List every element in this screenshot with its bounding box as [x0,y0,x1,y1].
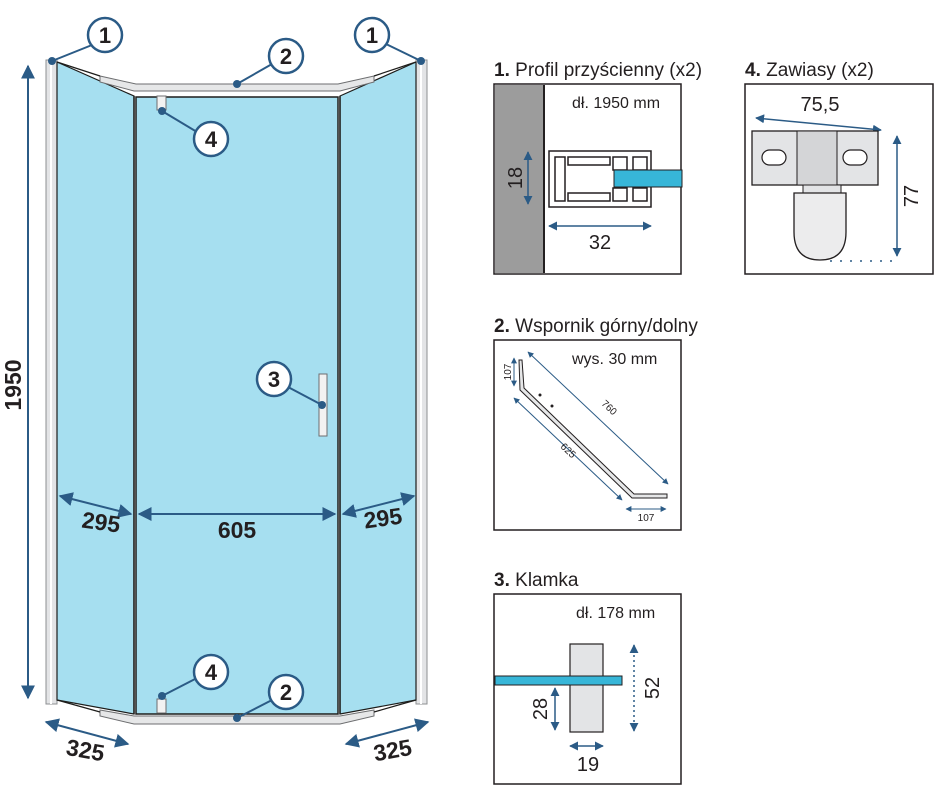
width-right-dimension-label: 295 [362,503,404,534]
callout-1-right-label: 1 [366,23,378,48]
detail-handle-note: dł. 178 mm [576,605,655,622]
callout-4-bottom [192,653,230,691]
height-dimension-label: 1950 [0,359,26,410]
callout-4-top [192,120,230,158]
callout-1-left [86,16,124,54]
hinge-height-dim-label: 77 [901,185,923,207]
detail-handle: 3. Klamka dł. 178 mm 52 28 19 [493,570,682,785]
width-left-dimension-label: 295 [80,507,122,538]
detail-hinges-title: 4. Zawiasy (x2) [745,60,874,81]
callout-2-bottom [267,673,305,711]
detail-bracket: 2. Wspornik górny/dolny wys. 30 mm 107 7… [493,316,698,531]
depth-left-dimension-label: 325 [64,734,107,766]
width-left-dimension-line [58,492,133,518]
right-glass-panel [339,61,417,715]
handle-glass [494,675,623,686]
left-glass-panel [56,61,135,715]
hinge-slot-left [761,149,787,166]
detail-handle-title: 3. Klamka [494,570,579,591]
hinge-center [796,130,838,186]
callout-1-right [353,16,391,54]
callout-2-top-label: 2 [280,44,292,69]
width-center-dimension-label: 605 [218,517,257,543]
detail-bracket-note: wys. 30 mm [571,351,657,368]
hinge-body [793,192,847,261]
handle-inner-dim-label: 28 [530,698,552,720]
handle-height-dim-label: 52 [642,677,664,699]
callout-1-left-label: 1 [99,23,111,48]
width-right-dimension-line [341,492,416,518]
callout-4-top-label: 4 [205,127,218,152]
profile-height-dim-label: 18 [505,167,527,189]
detail-bracket-title: 2. Wspornik górny/dolny [494,316,698,337]
bracket-side-dim-label: 107 [503,363,514,380]
enclosure-front-view [45,57,428,725]
depth-left-dimension-line [44,718,130,748]
depth-right-dimension-label: 325 [371,734,414,766]
callout-markers: 1 1 2 2 4 4 3 [51,16,422,719]
wall-section [495,85,544,273]
top-bracket [99,75,375,92]
depth-right-dimension-line [344,718,430,748]
hinge-width-dim-label: 75,5 [801,94,840,116]
callout-2-bottom-label: 2 [280,680,292,705]
hinge-width-dim-line [755,114,882,134]
callout-2-top [267,37,305,75]
bracket-bottom-dim-label: 107 [638,513,655,524]
callout-3-label: 3 [268,367,280,392]
detail-profile-note: dł. 1950 mm [572,95,660,112]
profile-width-dim-label: 32 [589,232,611,254]
detail-profile-title: 1. Profil przyścienny (x2) [494,60,702,81]
profile-glass [613,169,683,188]
callout-3 [255,360,293,398]
bracket-mid-dim-line [513,397,623,501]
bottom-hinge [156,698,167,714]
handle-width-dim-label: 19 [577,754,599,776]
detail-hinges: 4. Zawiasy (x2) 75,5 77 [744,60,934,275]
callout-4-bottom-label: 4 [205,660,218,685]
hinge-slot-right [842,149,868,166]
detail-profile: 1. Profil przyścienny (x2) dł. 1950 mm 1… [493,60,702,275]
handle-body [569,643,604,733]
door-glass-panel [135,96,339,715]
